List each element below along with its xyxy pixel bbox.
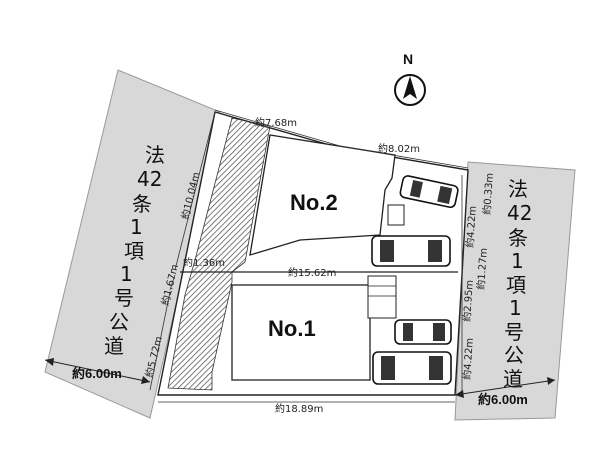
svg-text:号: 号 — [114, 286, 134, 310]
left-road-label: 法 42 条 1 項 1 号 公 道 — [104, 143, 165, 358]
svg-text:1: 1 — [509, 296, 522, 320]
right-road-label: 法 42 条 1 項 1 号 公 道 — [503, 177, 532, 391]
car-no1-a — [394, 319, 452, 345]
car-no1-b — [372, 351, 452, 385]
svg-text:公: 公 — [109, 310, 129, 334]
dim-top-right: 約8.02m — [378, 142, 420, 155]
svg-text:1: 1 — [130, 215, 143, 239]
car-no2-b — [371, 235, 451, 267]
svg-text:条: 条 — [132, 192, 152, 216]
svg-text:法: 法 — [145, 143, 165, 167]
svg-text:道: 道 — [503, 367, 523, 391]
house-no1-entry — [367, 275, 397, 319]
car-no2-a — [399, 175, 459, 209]
svg-text:項: 項 — [506, 273, 526, 297]
right-road-width-arrow — [454, 379, 556, 396]
svg-text:法: 法 — [508, 177, 528, 201]
dim-middle-boundary: 約15.62m — [288, 266, 336, 279]
dim-right-bottom: 約4.22m — [460, 337, 476, 380]
house-no2-outline — [249, 134, 396, 256]
lot-no1-label: No.1 — [268, 316, 316, 341]
dim-right-upper: 約4.22m — [463, 205, 479, 248]
right-road-width: 約6.00m — [478, 392, 528, 407]
house-no2-entry — [387, 204, 405, 226]
svg-text:道: 道 — [104, 334, 124, 358]
north-letter: N — [403, 51, 413, 67]
svg-text:条: 条 — [508, 226, 528, 250]
hatched-access-strip — [167, 117, 271, 391]
svg-text:42: 42 — [137, 167, 162, 191]
left-road-width: 約6.00m — [72, 366, 122, 381]
house-no1-outline — [231, 284, 371, 381]
dim-bottom: 約18.89m — [275, 402, 323, 415]
svg-text:公: 公 — [504, 343, 524, 367]
left-road — [44, 69, 221, 419]
dim-right-top: 約0.33m — [480, 172, 496, 215]
left-road-width-arrow — [44, 359, 151, 383]
svg-text:42: 42 — [507, 201, 532, 225]
dim-top-left: 約7.68m — [255, 116, 297, 129]
svg-text:項: 項 — [124, 239, 144, 263]
right-road — [454, 161, 576, 421]
svg-text:1: 1 — [511, 249, 524, 273]
north-compass-icon: N — [394, 51, 426, 106]
dim-inner-gap: 約1.36m — [183, 256, 225, 269]
svg-text:1: 1 — [120, 262, 133, 286]
dim-right-lower-mid: 約2.95m — [460, 279, 476, 322]
dim-right-mid: 約1.27m — [474, 247, 490, 290]
svg-text:号: 号 — [504, 320, 524, 344]
lot-no2-label: No.2 — [290, 190, 338, 215]
